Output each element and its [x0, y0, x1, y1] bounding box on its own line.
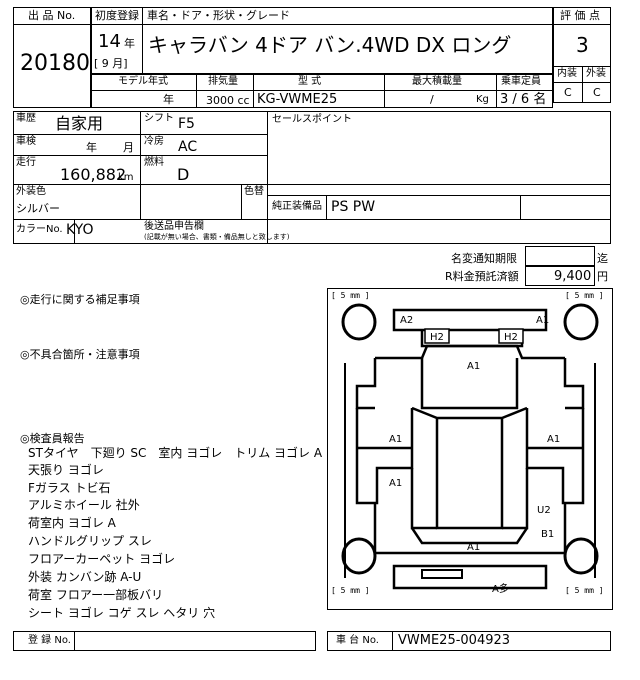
- driving-notes-label: ◎走行に関する補足事項: [20, 293, 140, 306]
- mark-a1-right: A1: [547, 434, 560, 445]
- vehicle-damage-diagram: [ 5 mm ] [ 5 mm ] [ 5 mm ] [ 5 mm ] A2 A…: [327, 288, 613, 610]
- inspector-line: STタイヤ 下廻り SC 室内 ヨゴレ トリム ヨゴレ A: [28, 446, 323, 460]
- displacement: 3000 cc: [206, 94, 250, 107]
- color-change-label: 色替: [244, 186, 264, 197]
- ac: AC: [178, 139, 198, 155]
- car-name-box: [91, 7, 553, 74]
- first-reg-year: 14: [98, 31, 121, 52]
- chassis-label: 車 台 No.: [336, 635, 379, 646]
- inspector-line: 天張り ヨゴレ: [28, 463, 104, 477]
- inspector-label: ◎検査員報告: [20, 432, 85, 445]
- max-load-slash: /: [430, 93, 434, 106]
- interior-label: 内装: [557, 68, 577, 79]
- post-doc-note: (記載が無い場合、書類・備品無しと致します): [144, 233, 290, 241]
- name-change-label: 名変通知期限: [451, 252, 517, 265]
- type: KG-VWME25: [257, 92, 338, 107]
- mileage: 160,882: [60, 165, 127, 184]
- displacement-label: 排気量: [208, 76, 238, 87]
- model-year-unit: 年: [163, 93, 174, 106]
- recycle-value: 9,400: [554, 269, 592, 284]
- eval-score: 3: [576, 33, 589, 57]
- shift-label: シフト: [144, 113, 174, 124]
- exterior-color-label: 外装色: [16, 186, 46, 197]
- inspector-line: アルミホイール 社外: [28, 498, 140, 512]
- equipment: PS PW: [331, 199, 376, 215]
- first-reg-month: [ 9 月]: [94, 57, 128, 70]
- tire-depth-fr: [ 5 mm ]: [565, 291, 604, 300]
- eval-label: 評 価 点: [560, 9, 600, 22]
- recycle-unit: 円: [597, 270, 608, 283]
- shift: F5: [178, 116, 195, 132]
- capacity-label: 乗車定員: [501, 76, 541, 87]
- chassis-no: VWME25-004923: [398, 633, 511, 648]
- capacity: 3 / 6 名: [500, 92, 547, 107]
- mark-a1-top: A1: [536, 315, 549, 326]
- tire-depth-fl: [ 5 mm ]: [331, 291, 370, 300]
- chassis-box: [327, 631, 611, 651]
- exterior-color: シルバー: [16, 202, 60, 215]
- mark-h2-left: H2: [430, 332, 444, 343]
- inspection-label: 車検: [16, 136, 36, 147]
- mark-a2: A2: [400, 315, 413, 326]
- name-change-unit: 迄: [597, 252, 608, 265]
- model-year-label: モデル年式: [118, 76, 168, 87]
- mark-a1-roof: A1: [467, 361, 480, 372]
- name-change-box: [525, 246, 595, 266]
- reg-no-label: 登 録 No.: [28, 635, 71, 646]
- reg-no-box: [13, 631, 316, 651]
- inspector-line: 外装 カンバン跡 A-U: [28, 570, 142, 584]
- inspector-line: フロアーカーペット ヨゴレ: [28, 552, 176, 566]
- mark-a-many: A多: [492, 582, 509, 595]
- inspector-line: シート ヨゴレ コゲ スレ ヘタリ 穴: [28, 606, 216, 620]
- color-no-label: カラーNo.: [16, 224, 63, 235]
- first-reg-label: 初度登録: [95, 9, 139, 22]
- sales-point-label: セールスポイント: [272, 114, 352, 125]
- recycle-box: [525, 266, 595, 286]
- tire-depth-rr: [ 5 mm ]: [565, 586, 604, 595]
- tire-depth-rl: [ 5 mm ]: [331, 586, 370, 595]
- lot-no: 20180: [20, 51, 90, 76]
- mark-a1-left: A1: [389, 434, 402, 445]
- history-label: 車歴: [16, 113, 36, 124]
- inspector-line: ハンドルグリップ スレ: [28, 534, 152, 548]
- mark-h2-right: H2: [504, 332, 518, 343]
- max-load-unit: Kg: [476, 94, 489, 105]
- exterior-grade: C: [593, 86, 601, 99]
- fuel: D: [177, 165, 190, 184]
- mark-a1-left-lower: A1: [389, 478, 402, 489]
- lot-no-label: 出 品 No.: [28, 9, 76, 22]
- inspector-line: 荷室内 ヨゴレ A: [28, 516, 116, 530]
- inspector-line: Fガラス トビ石: [28, 481, 111, 495]
- mileage-unit: km: [118, 172, 134, 183]
- car-name-label: 車名・ドア・形状・グレード: [147, 9, 290, 22]
- mark-a1-bottom: A1: [467, 542, 480, 553]
- details-box: [13, 111, 611, 244]
- inspection-year: 年: [86, 141, 97, 154]
- recycle-label: R料金預託済額: [445, 270, 519, 283]
- fuel-label: 燃料: [144, 157, 164, 168]
- ac-label: 冷房: [144, 136, 164, 147]
- car-name: キャラバン 4ドア バン.4WD DX ロング: [148, 33, 512, 57]
- year-unit: 年: [124, 37, 135, 50]
- max-load-label: 最大積載量: [412, 76, 462, 87]
- inspector-line: 荷室 フロアー一部板バリ: [28, 588, 164, 602]
- type-label: 型 式: [298, 76, 322, 87]
- mileage-label: 走行: [16, 157, 36, 168]
- defects-notes-label: ◎不具合箇所・注意事項: [20, 348, 140, 361]
- inspection-month: 月: [123, 141, 134, 154]
- color-no: KYO: [66, 222, 94, 238]
- history: 自家用: [55, 114, 104, 133]
- mark-b1: B1: [541, 529, 554, 540]
- mark-u2: U2: [537, 505, 551, 516]
- post-doc-label: 後送品申告欄: [144, 221, 204, 232]
- exterior-label: 外装: [586, 68, 606, 79]
- equipment-label: 純正装備品: [272, 201, 322, 212]
- lot-no-box: [13, 7, 91, 108]
- interior-grade: C: [564, 86, 572, 99]
- spec-box: [91, 74, 553, 108]
